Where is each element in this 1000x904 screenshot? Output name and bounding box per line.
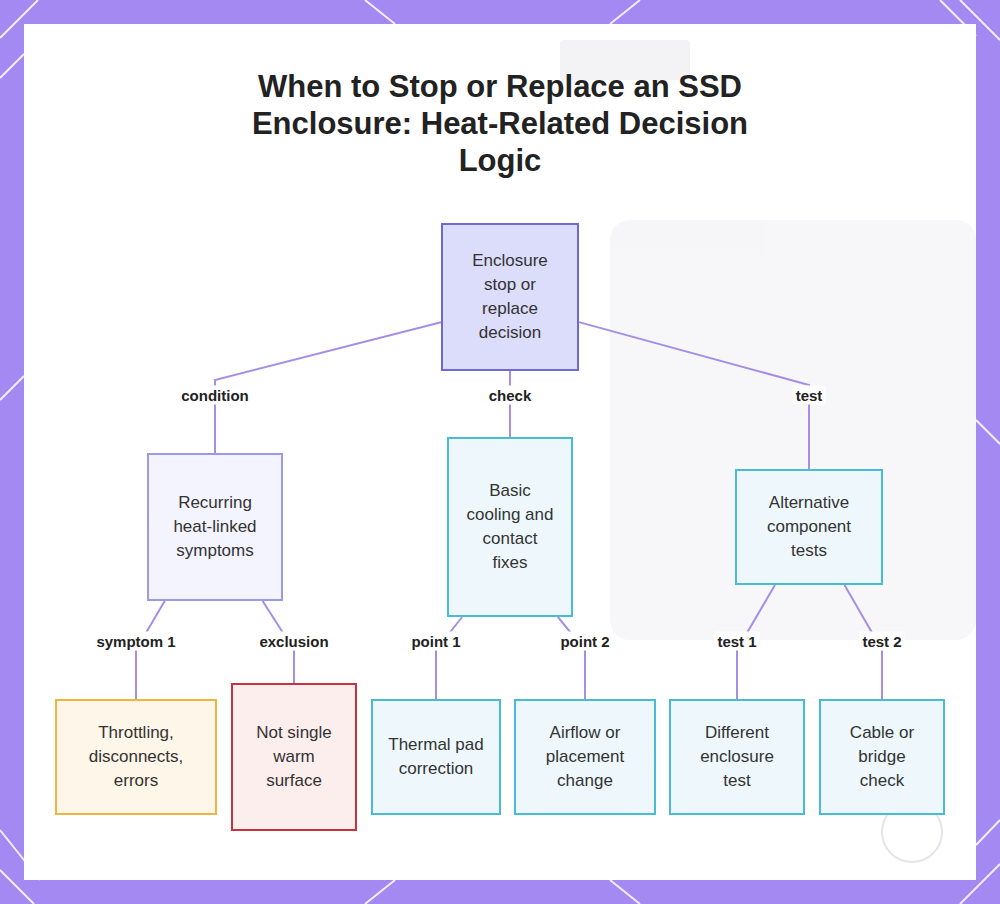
condition-box: Recurring heat-linked symptoms [147, 453, 283, 601]
edge-label: exclusion [256, 632, 331, 651]
node-text: Airflow or placement change [528, 721, 642, 793]
node-text-group: Not single warm surface [247, 721, 341, 793]
edge-label: symptom 1 [93, 632, 178, 651]
edge-label: point 2 [557, 632, 612, 651]
node-text-group: Cable or bridge check [835, 721, 929, 793]
node-text: Basic cooling and contact fixes [463, 479, 557, 575]
connector-line [579, 322, 809, 469]
diagram-title: When to Stop or Replace an SSD Enclosure… [210, 68, 790, 179]
exclusion-box: Not single warm surface [231, 683, 357, 831]
node-text-group: Basic cooling and contact fixes [463, 479, 557, 575]
test-box: Different enclosure test [669, 699, 805, 815]
edge-label: test [793, 386, 826, 405]
edge-label: condition [178, 386, 252, 405]
node-text: Throttling, disconnects, errors [73, 721, 199, 793]
node-text: Not single warm surface [247, 721, 341, 793]
node-text-group: Thermal pad correction [387, 733, 485, 781]
node-text: Cable or bridge check [835, 721, 929, 793]
root-box: Enclosure stop or replace decision [441, 223, 579, 371]
node-text: Recurring heat-linked symptoms [167, 491, 263, 563]
node-text: Thermal pad correction [387, 733, 485, 781]
edge-label: test 2 [859, 632, 904, 651]
edge-label: check [486, 386, 535, 405]
node-text-group: Throttling, disconnects, errors [73, 721, 199, 793]
connector-line [436, 617, 462, 699]
fix-box: Thermal pad correction [371, 699, 501, 815]
node-text-group: Airflow or placement change [528, 721, 642, 793]
fix-box: Airflow or placement change [514, 699, 656, 815]
test-box: Alternative component tests [735, 469, 883, 585]
node-text-group: Alternative component tests [747, 491, 871, 563]
node-text-group: Enclosure stop or replace decision [461, 249, 559, 345]
node-text: Enclosure stop or replace decision [461, 249, 559, 345]
node-text-group: Recurring heat-linked symptoms [167, 491, 263, 563]
check-box: Basic cooling and contact fixes [447, 437, 573, 617]
symptom-box: Throttling, disconnects, errors [55, 699, 217, 815]
connector-line [558, 617, 585, 699]
node-text: Different enclosure test [685, 721, 789, 793]
edge-label: point 1 [408, 632, 463, 651]
edge-label: test 1 [714, 632, 759, 651]
node-text-group: Different enclosure test [685, 721, 789, 793]
test-box: Cable or bridge check [819, 699, 945, 815]
node-text: Alternative component tests [747, 491, 871, 563]
